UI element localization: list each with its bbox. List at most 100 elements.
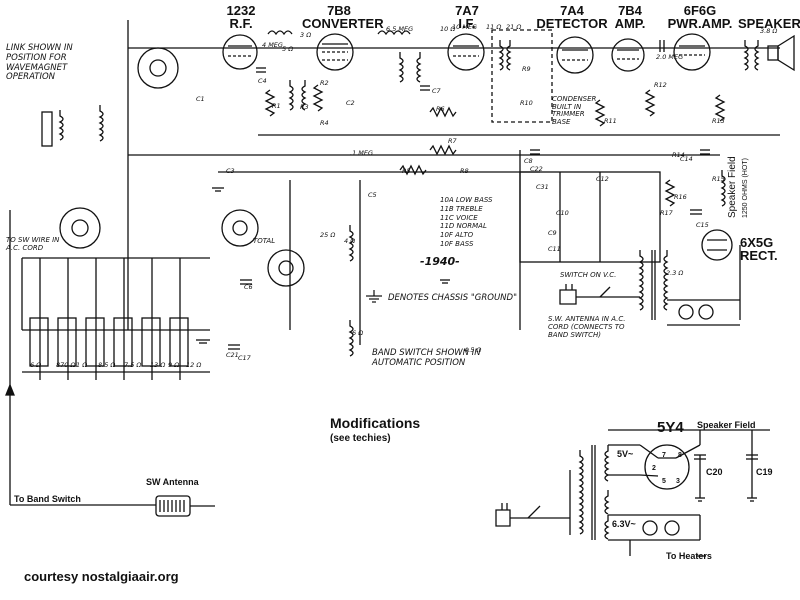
- ground-symbols: [196, 187, 450, 344]
- component-designator: 3.8 Ω: [760, 27, 778, 35]
- component-designator: R5: [402, 167, 411, 175]
- tube-function: CONVERTER: [302, 16, 384, 31]
- tube-label-power-amp: 6F6G PWR.AMP.: [664, 4, 736, 30]
- component-designator: C14: [680, 155, 693, 163]
- tube-function: RECT.: [740, 248, 778, 263]
- component-designator: .1 MEG: [350, 149, 374, 157]
- component-designator: R3: [300, 103, 309, 111]
- ac-plug: [559, 284, 640, 305]
- detector-tube-symbol: [556, 36, 594, 74]
- converter-tube-symbol: [316, 33, 354, 71]
- speaker-label: SPEAKER: [738, 16, 800, 31]
- tube-function: R.F.: [229, 16, 253, 31]
- pushbutton-trimmer-bank: [21, 257, 210, 380]
- mod-pin-label: 3: [676, 478, 680, 485]
- mod-c19-label: C19: [756, 467, 773, 477]
- tone-legend-item: 11B TREBLE: [440, 204, 483, 213]
- chassis-ground-icon: [366, 290, 382, 303]
- rf-tube-symbol: [222, 34, 258, 70]
- tone-legend-item: 10F BASS: [440, 239, 474, 248]
- tone-control-block: [519, 171, 661, 263]
- tone-legend-item: 11D NORMAL: [440, 222, 487, 231]
- if-tube-symbol: [447, 33, 485, 71]
- component-designator: 12 Ω: [186, 361, 202, 369]
- modification-circuit: [495, 429, 770, 557]
- component-designator: R11: [604, 117, 617, 125]
- osc-coil-2: [348, 320, 354, 357]
- speaker-field-coil: [720, 170, 726, 207]
- component-designator: 21 Ω: [506, 23, 522, 31]
- component-designator: R15: [712, 175, 725, 183]
- tone-legend-item: 10A LOW BASS: [440, 196, 493, 204]
- power-amp-tube-symbol: [673, 33, 711, 71]
- tube-type: 6F6G: [683, 3, 717, 18]
- component-designator: 2.3 Ω: [666, 269, 684, 277]
- component-designator: 11 Ω: [486, 23, 502, 31]
- component-designator: R10: [520, 99, 533, 107]
- component-designator: 4.5 Ω: [464, 346, 482, 354]
- tube-type: 7A4: [560, 3, 584, 18]
- capacitors: [228, 40, 710, 350]
- component-designator: C1: [196, 95, 205, 103]
- tube-label-converter: 7B8 CONVERTER: [302, 3, 384, 31]
- power-transformer: [638, 250, 669, 320]
- component-designator: C17: [238, 354, 251, 362]
- component-designator: C31: [536, 183, 549, 191]
- switch-on-vc-note: SWITCH ON V.C.: [560, 271, 617, 279]
- pilot-lamp-2: [698, 304, 714, 320]
- component-designator: C5: [368, 191, 377, 199]
- component-designator: C3: [226, 167, 235, 175]
- component-designator: C11: [548, 245, 561, 253]
- component-designator: C15: [696, 221, 709, 229]
- tone-legend: 10A LOW BASS 11B TREBLE 11C VOICE 11D NO…: [440, 196, 493, 249]
- component-designator: C2: [346, 99, 355, 107]
- component-designator: C8: [524, 157, 533, 165]
- total-note: TOTAL: [253, 237, 276, 245]
- component-designator: C21: [226, 351, 239, 359]
- tube-type: 6X5G: [740, 235, 774, 250]
- component-designator: R2: [320, 79, 329, 87]
- mod-heaters-label: To Heaters: [666, 551, 712, 561]
- component-designator: R7: [448, 137, 457, 145]
- component-designator: C10: [556, 209, 569, 217]
- mod-pin-label: 7: [662, 452, 666, 459]
- osc-coil: [348, 225, 354, 262]
- trimmer-box: [491, 29, 553, 123]
- arrow-up-icon: [5, 383, 15, 396]
- tube-function: I.F.: [458, 16, 476, 31]
- speaker-field-title: Speaker Field: [727, 156, 738, 218]
- rectifier-tube-symbol: [701, 229, 733, 261]
- tube-type: 7A7: [455, 3, 479, 18]
- component-designator: C22: [530, 165, 543, 173]
- component-designator: R4: [320, 119, 329, 127]
- amp-tube-symbol: [611, 38, 645, 72]
- component-designator: 9 Ω: [168, 361, 180, 369]
- component-designator: 6 Ω: [30, 361, 42, 369]
- tube-function: AMP.: [614, 16, 646, 31]
- chassis-note: DENOTES CHASSIS "GROUND": [388, 293, 517, 303]
- component-designator: 4 Ω: [344, 237, 356, 245]
- mod-c20-label: C20: [706, 467, 723, 477]
- pilot-lamp: [678, 304, 694, 320]
- band-switch-note: BAND SWITCH SHOWN IN AUTOMATIC POSITION: [372, 348, 481, 369]
- component-designator: C7: [432, 87, 441, 95]
- component-designator: R16: [674, 193, 687, 201]
- component-designator: C9: [548, 229, 557, 237]
- band-switch-wafer: [59, 47, 305, 287]
- tube-type: 7B8: [327, 3, 351, 18]
- mod-pin-label: 2: [652, 465, 656, 472]
- component-designator: 6 Ω: [352, 329, 364, 337]
- tube-function: PWR.AMP.: [667, 16, 733, 31]
- tone-legend-item: 11C VOICE: [440, 213, 478, 222]
- rectifier-label: 6X5G RECT.: [740, 236, 778, 262]
- component-designator: R1: [272, 102, 281, 110]
- credit-text: courtesy nostalgiaair.org: [24, 569, 179, 584]
- component-designator: R14: [672, 151, 685, 159]
- component-designator: C4: [258, 77, 267, 85]
- component-designator: 7.5 Ω: [124, 361, 142, 369]
- component-designator: R17: [660, 209, 673, 217]
- tube-function: DETECTOR: [536, 16, 608, 31]
- mod-63v-label: 6.3V~: [612, 519, 636, 529]
- mod-speaker-field-label: Speaker Field: [697, 420, 756, 430]
